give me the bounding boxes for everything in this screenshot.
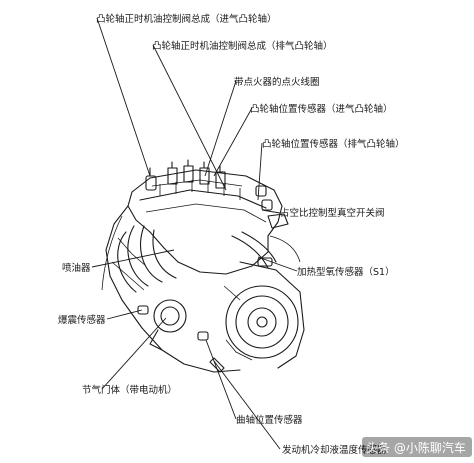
engine-drawing (101, 159, 305, 373)
label-crank-sensor: 曲轴位置传感器 (236, 414, 303, 426)
label-throttle-body: 节气门体（带电动机） (82, 384, 177, 396)
leader-lines (91, 17, 298, 450)
watermark: 头条 @小陈聊汽车 (362, 437, 472, 457)
watermark-text: 头条 @小陈聊汽车 (366, 440, 466, 455)
label-knock-sensor: 爆震传感器 (58, 314, 106, 326)
label-ignition-coil: 带点火器的点火线圈 (234, 76, 320, 88)
label-coolant-sensor: 发动机冷却液温度传感器 (282, 444, 387, 456)
label-cam-sensor-intake: 凸轮轴位置传感器（进气凸轮轴） (250, 103, 393, 115)
label-cam-ocv-intake: 凸轮轴正时机油控制阀总成（进气凸轮轴） (96, 13, 277, 25)
label-cam-sensor-exhaust: 凸轮轴位置传感器（排气凸轮轴） (262, 138, 405, 150)
label-o2-sensor: 加热型氧传感器（S1） (297, 266, 395, 278)
label-cam-ocv-exhaust: 凸轮轴正时机油控制阀总成（排气凸轮轴） (152, 40, 333, 52)
label-vsv: 占空比控制型真空开关阀 (280, 207, 385, 219)
label-injector: 喷油器 (62, 262, 91, 274)
